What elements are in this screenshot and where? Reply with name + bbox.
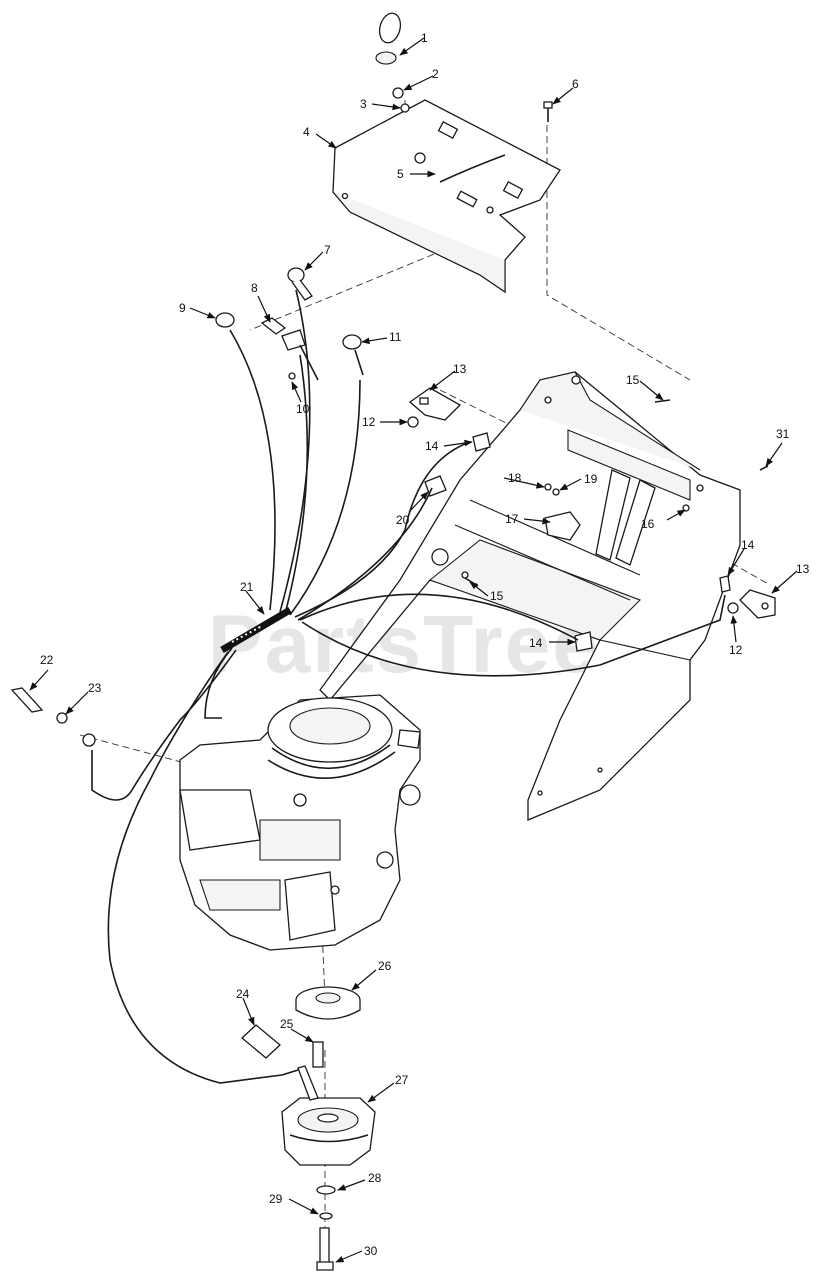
callout-1: 1 [421,31,428,45]
bolt-6 [543,101,553,122]
callout-15-lower: 15 [490,589,504,603]
callout-13-left: 13 [453,362,467,376]
callout-11: 11 [389,330,402,344]
callout-8: 8 [251,281,258,295]
ignition-key [375,12,410,113]
callout-12-right: 12 [729,643,743,657]
callout-15-top: 15 [626,373,640,387]
callout-25: 25 [280,1017,294,1031]
bracket-13-left [407,387,462,428]
key-spacer [241,1024,324,1068]
callout-14-left: 14 [425,439,439,453]
callout-2: 2 [432,67,439,81]
callout-6: 6 [572,77,579,91]
callout-28: 28 [368,1171,382,1185]
washers-bolt [316,1185,336,1271]
callout-20: 20 [396,513,410,527]
bolt-washer [10,687,96,747]
callout-leaders [29,37,798,1263]
callout-16: 16 [641,517,655,531]
callout-3: 3 [360,97,367,111]
callout-31: 31 [776,427,790,441]
callout-14-right: 14 [741,538,755,552]
callout-9: 9 [179,301,186,315]
clutch-27 [281,1065,376,1166]
callout-5: 5 [397,167,404,181]
callout-17: 17 [505,512,519,526]
callout-14-lower: 14 [529,636,543,650]
callout-12-left: 12 [362,415,376,429]
bracket-17 [544,483,581,541]
switches-14 [472,432,593,652]
callout-4: 4 [303,125,310,139]
callout-labels: 1 2 3 4 5 6 7 8 9 10 11 12 12 13 13 14 1… [40,31,810,1258]
main-frame [319,371,741,821]
callout-23: 23 [88,681,102,695]
callout-19: 19 [584,472,598,486]
callout-7: 7 [324,243,331,257]
callout-13-right: 13 [796,562,810,576]
bracket-13-right [719,575,776,619]
callout-26: 26 [378,959,392,973]
callout-29: 29 [269,1192,283,1206]
callout-22: 22 [40,653,54,667]
pulley-26 [295,986,361,1020]
callout-24: 24 [236,987,250,1001]
control-panel [332,99,561,294]
callout-21: 21 [240,580,254,594]
callout-18: 18 [508,471,522,485]
callout-30: 30 [364,1244,378,1258]
callout-27: 27 [395,1073,409,1087]
wiring-harness [91,289,726,1084]
engine [179,694,421,951]
callout-10: 10 [296,402,310,416]
